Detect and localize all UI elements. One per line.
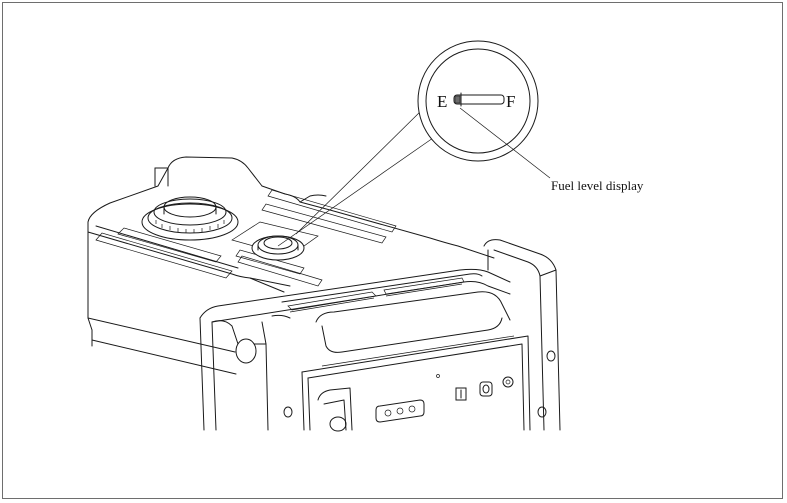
callout-line: [459, 107, 551, 179]
fuel-cap: [141, 196, 239, 241]
fuel-level-indicator: [454, 95, 461, 104]
callout: Fuel level display: [459, 107, 644, 193]
fuel-gauge-body: [251, 235, 305, 261]
gauge-empty-label: E: [437, 92, 447, 111]
carry-handle: [199, 239, 561, 431]
gauge-full-label: F: [506, 92, 515, 111]
control-panel: [301, 335, 531, 432]
zoom-leader-lines: [277, 107, 434, 247]
cutoff-mask: [60, 432, 580, 498]
magnified-fuel-gauge: E F: [417, 40, 539, 162]
fuel-tube: [453, 94, 505, 105]
callout-label: Fuel level display: [551, 178, 644, 193]
magnifier-inner-ring: [425, 48, 531, 154]
generator-body: [87, 156, 495, 375]
